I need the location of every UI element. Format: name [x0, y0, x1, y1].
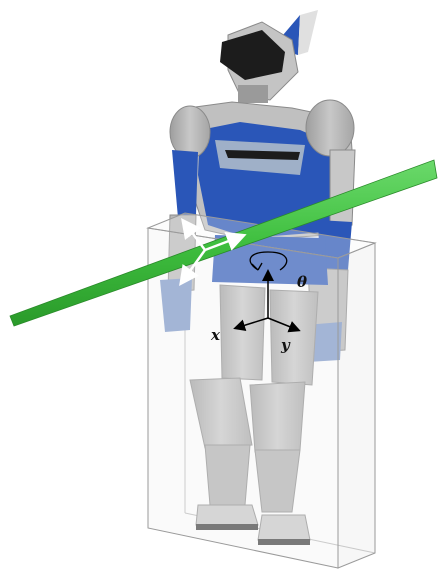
x-axis-label: x: [210, 326, 221, 344]
theta-label: θ: [297, 273, 307, 291]
y-axis-label: y: [280, 336, 291, 354]
robot-head: [220, 10, 318, 103]
